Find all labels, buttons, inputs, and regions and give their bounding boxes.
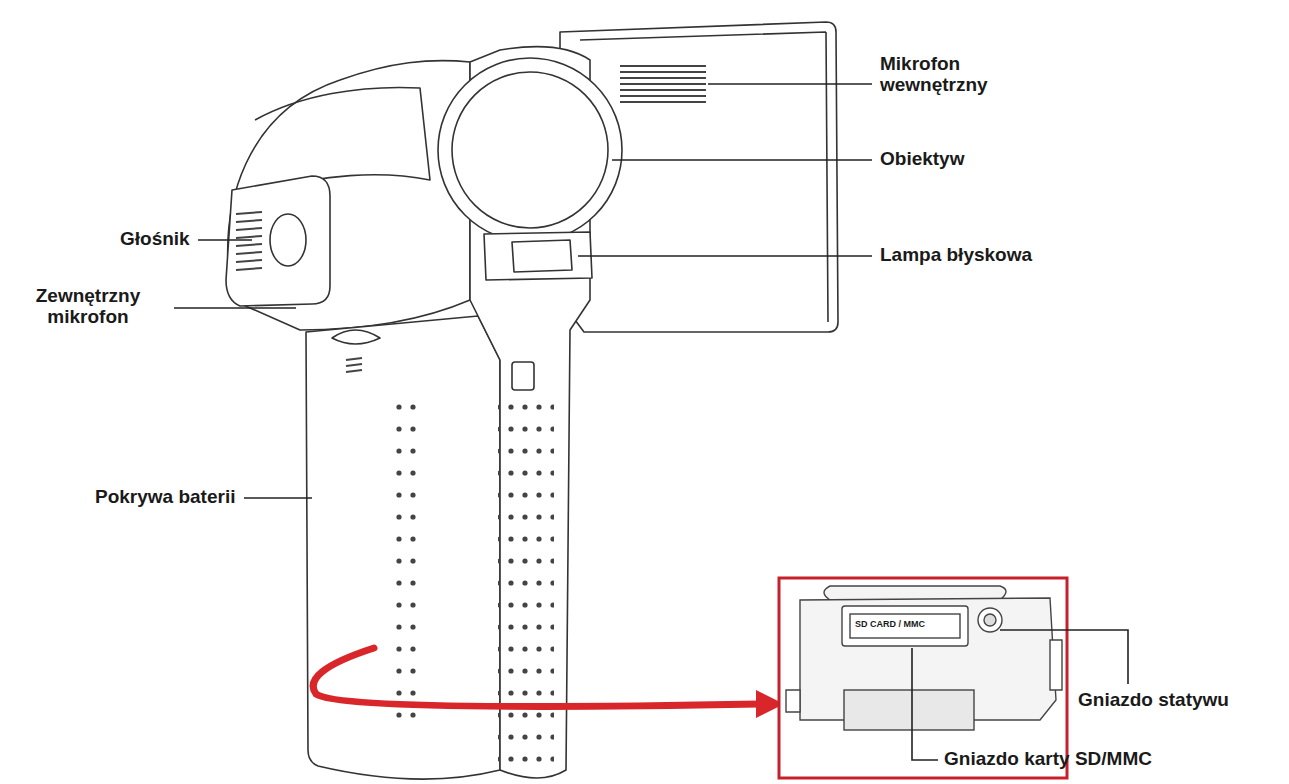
part-label: Obiektyw xyxy=(880,149,964,170)
part-label: Mikrofon wewnętrzny xyxy=(880,54,1030,96)
part-label: Głośnik xyxy=(120,229,190,250)
bottom-view-inset xyxy=(779,578,1067,778)
part-label: Gniazdo statywu xyxy=(1078,690,1229,711)
microphone-slots xyxy=(620,66,706,102)
battery-cover-grip-lines xyxy=(346,358,362,372)
leader-lines xyxy=(174,84,1128,760)
camera-head-ridge xyxy=(255,87,430,190)
front-strip-dots xyxy=(498,400,554,770)
part-label: Pokrywa baterii xyxy=(95,487,235,508)
speaker-button xyxy=(270,214,306,266)
flash-window xyxy=(512,240,572,272)
part-label: Lampa błyskowa xyxy=(880,245,1032,266)
pointer-arrow xyxy=(313,648,760,706)
battery-cover xyxy=(306,316,500,779)
speaker-housing xyxy=(226,176,330,306)
slot-marking: SD CARD / MMC xyxy=(855,620,925,630)
part-label: Zewnętrzny mikrofon xyxy=(4,286,172,328)
battery-cover-dots xyxy=(393,402,421,732)
front-sensor xyxy=(512,362,534,390)
speaker-grille xyxy=(236,212,262,270)
flash-lamp xyxy=(484,232,592,280)
battery-latch xyxy=(332,330,380,344)
part-label: Gniazdo karty SD/MMC xyxy=(944,749,1152,770)
lens-glass xyxy=(452,72,608,228)
lens-ring xyxy=(438,58,622,242)
